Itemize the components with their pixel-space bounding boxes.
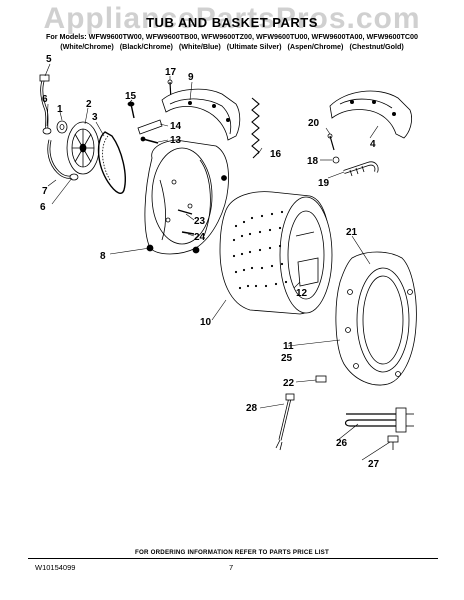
basket-perforations	[232, 210, 288, 290]
color-label: (White/Blue)	[178, 42, 221, 51]
leader-lines	[44, 63, 391, 461]
part-19-inlet-hose	[343, 161, 379, 177]
callout-label: 2	[86, 99, 92, 110]
callout-label: 22	[283, 378, 295, 389]
part-5-hose	[39, 74, 50, 131]
color-list: (White/Chrome) (Black/Chrome) (White/Blu…	[0, 42, 464, 51]
part-26-heater	[344, 407, 414, 433]
part-27-nut	[387, 435, 399, 450]
callout-label: 6	[42, 94, 48, 105]
callout-label: 8	[100, 251, 106, 262]
part-14-bracket	[137, 119, 163, 135]
part-8-rear-tub	[144, 139, 229, 255]
callout-label: 3	[92, 112, 98, 123]
callout-label: 28	[246, 403, 258, 414]
part-3-belt	[97, 131, 126, 194]
color-label: (White/Chrome)	[60, 42, 114, 51]
callout-label: 23	[194, 216, 206, 227]
part-4-counterweight	[329, 90, 412, 139]
part-6-clamp-upper	[42, 127, 52, 135]
part-22-bracket	[315, 375, 327, 383]
part-1-seal	[56, 120, 68, 134]
callout-label: 15	[125, 91, 137, 102]
callout-label: 25	[281, 353, 293, 364]
part-16-spring	[251, 97, 260, 159]
color-label: (Black/Chrome)	[119, 42, 173, 51]
callout-label: 6	[40, 202, 46, 213]
part-7-hose	[47, 139, 79, 181]
watermark: AppliancePartsPros.com	[43, 2, 421, 35]
callout-label: 12	[296, 288, 308, 299]
callout-label: 17	[165, 67, 177, 78]
callout-label: 27	[368, 459, 380, 470]
callout-labels: 5 6 1 2 3 15 17 9 14 13 16 20 4 18 19 7 …	[40, 54, 380, 470]
footer-divider	[28, 558, 438, 559]
part-2-pulley	[66, 121, 100, 175]
callout-label: 16	[270, 149, 282, 160]
callout-label: 19	[318, 178, 330, 189]
part-20-screw	[327, 133, 335, 151]
part-24-bolt	[181, 231, 195, 235]
callout-label: 24	[194, 232, 206, 243]
part-9-counterweight	[161, 88, 241, 141]
color-label: (Ultimate Silver)	[226, 42, 282, 51]
page-title: TUB AND BASKET PARTS	[146, 15, 318, 30]
callout-label: 26	[336, 438, 348, 449]
callout-label: 9	[188, 72, 194, 83]
callout-label: 18	[307, 156, 319, 167]
callout-label: 7	[42, 186, 48, 197]
part-11-front-tub	[335, 251, 417, 386]
callout-label: 4	[370, 139, 376, 150]
callout-label: 13	[170, 135, 182, 146]
part-28-sensor	[275, 393, 295, 451]
part-13-bolt	[140, 136, 159, 144]
document-number: W10154099	[35, 563, 76, 572]
ordering-note: FOR ORDERING INFORMATION REFER TO PARTS …	[135, 549, 329, 556]
callout-label: 14	[170, 121, 182, 132]
callout-label: 20	[308, 118, 320, 129]
callout-label: 11	[283, 341, 294, 352]
callout-label: 1	[57, 104, 63, 115]
color-label: (Chestnut/Gold)	[349, 42, 404, 51]
part-10-basket	[219, 191, 333, 315]
part-15-screw	[127, 101, 135, 119]
callout-label: 21	[346, 227, 358, 238]
color-label: (Aspen/Chrome)	[287, 42, 344, 51]
part-18-clamp	[332, 156, 340, 164]
page-number: 7	[229, 563, 234, 572]
model-list: For Models: WFW9600TW00, WFW9600TB00, WF…	[45, 32, 419, 41]
part-23-bolt	[177, 209, 193, 215]
callout-label: 5	[46, 54, 52, 65]
callout-label: 10	[200, 317, 212, 328]
